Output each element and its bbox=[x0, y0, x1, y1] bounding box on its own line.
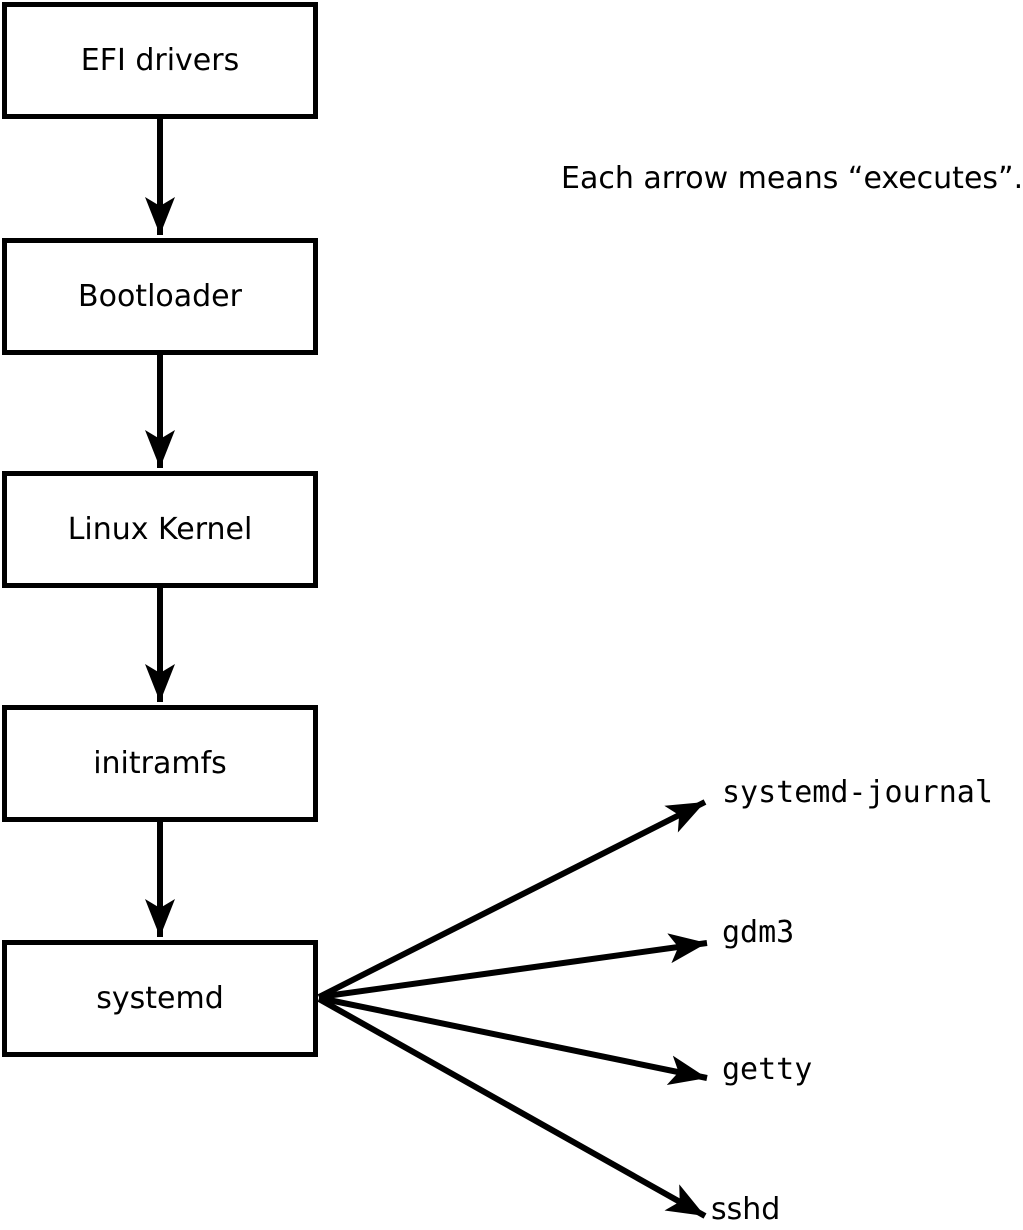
box-bootloader: Bootloader bbox=[2, 238, 318, 355]
arrow-systemd-to-journal bbox=[317, 799, 707, 1000]
process-label-gdm3: gdm3 bbox=[722, 915, 795, 950]
process-label-getty: getty bbox=[722, 1052, 813, 1087]
box-systemd: systemd bbox=[2, 940, 318, 1057]
box-initramfs-label: initramfs bbox=[93, 746, 227, 781]
box-systemd-label: systemd bbox=[96, 981, 224, 1016]
box-efi-drivers: EFI drivers bbox=[2, 2, 318, 119]
box-linux-kernel: Linux Kernel bbox=[2, 471, 318, 588]
process-label-sshd: sshd bbox=[711, 1192, 781, 1227]
box-linux-kernel-label: Linux Kernel bbox=[67, 512, 253, 547]
box-bootloader-label: Bootloader bbox=[78, 279, 242, 314]
box-initramfs: initramfs bbox=[2, 705, 318, 822]
arrow-legend-note: Each arrow means “executes”. bbox=[561, 161, 1023, 196]
arrow-systemd-to-gdm3 bbox=[318, 933, 708, 1000]
process-label-systemd-journal: systemd-journal bbox=[722, 775, 993, 810]
arrow-systemd-to-getty bbox=[318, 995, 708, 1086]
box-efi-drivers-label: EFI drivers bbox=[80, 43, 240, 78]
arrow-systemd-to-sshd bbox=[317, 996, 707, 1219]
